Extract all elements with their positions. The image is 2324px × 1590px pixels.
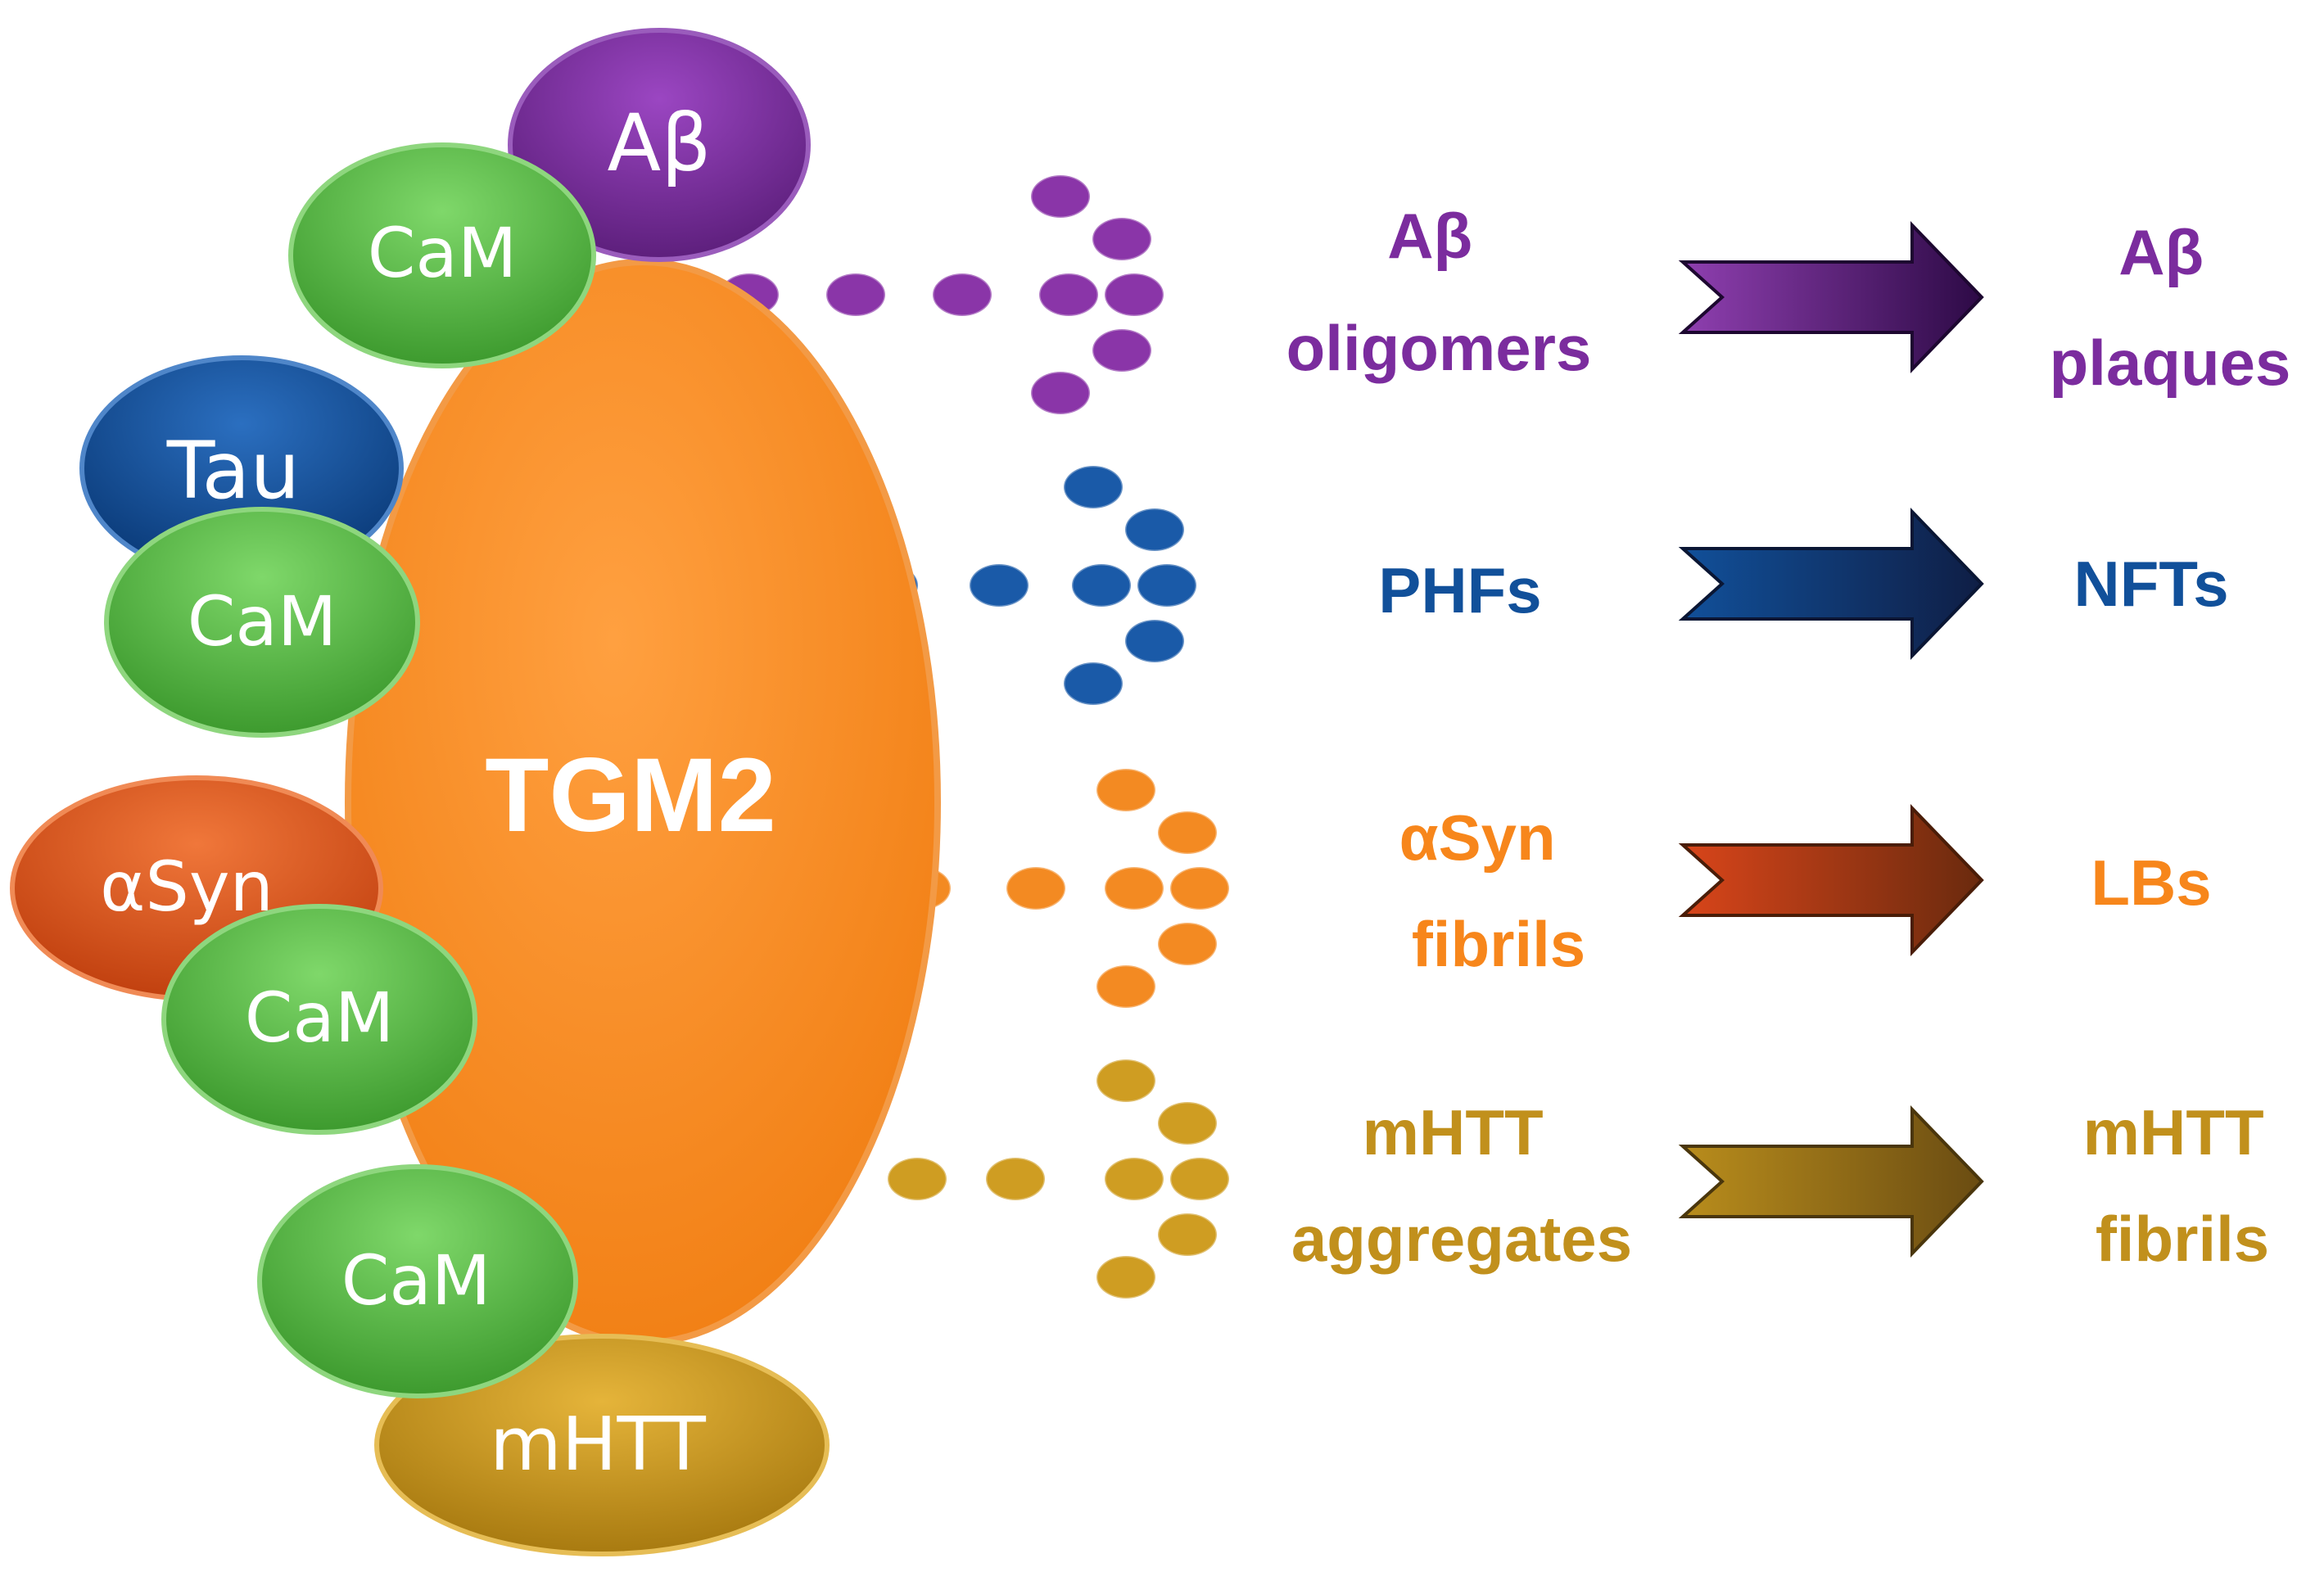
binder-abeta: Aβ: [508, 28, 811, 262]
aggregate-dot: [1070, 562, 1133, 608]
aggregate-dot: [1103, 865, 1165, 911]
aggregate-dot: [984, 1156, 1047, 1202]
arrow-phfs: [1678, 508, 1984, 660]
product-label-mhtt-fibrils: mHTT fibrils: [2083, 1096, 2282, 1275]
product-label-nfts: NFTs: [2073, 548, 2228, 620]
binder-cam-4: CaM: [257, 1164, 578, 1398]
arrow-mhtt: [1678, 1105, 1984, 1258]
binder-mhtt: mHTT: [374, 1334, 830, 1556]
aggregate-dot: [1062, 661, 1124, 707]
aggregate-dot: [1005, 865, 1067, 911]
aggregate-dot: [1156, 921, 1219, 967]
aggregate-dot: [1169, 1156, 1231, 1202]
aggregate-dot: [886, 1156, 948, 1202]
svg-text:Aβ: Aβ: [608, 97, 712, 189]
aggregate-dot: [1156, 810, 1219, 856]
aggregate-dot: [968, 562, 1030, 608]
svg-text:CaM: CaM: [245, 978, 395, 1058]
product-label-lbs: LBs: [2091, 847, 2211, 919]
aggregate-dot: [1095, 1254, 1157, 1300]
aggregate-dot: [1124, 507, 1186, 553]
intermediate-label-asyn: αSyn fibrils: [1399, 802, 1586, 980]
aggregate-dot: [1136, 562, 1198, 608]
aggregate-dot: [1029, 174, 1092, 219]
arrow-abeta: [1678, 221, 1984, 373]
aggregate-dot: [1156, 1212, 1219, 1258]
aggregate-dot: [1029, 370, 1092, 416]
aggregate-dot: [1103, 272, 1165, 318]
svg-text:αSyn: αSyn: [100, 847, 274, 927]
aggregate-dot: [1062, 464, 1124, 510]
aggregate-dot: [1095, 767, 1157, 813]
aggregate-dot: [1103, 1156, 1165, 1202]
aggregate-dot: [1038, 272, 1100, 318]
svg-text:Tau: Tau: [166, 425, 300, 517]
product-label-abeta: Aβ plaques: [2050, 216, 2291, 399]
aggregate-dot: [931, 272, 993, 318]
svg-text:CaM: CaM: [188, 581, 337, 662]
svg-text:CaM: CaM: [341, 1240, 491, 1321]
binder-cam-2: CaM: [104, 507, 420, 738]
aggregate-dot: [1095, 1058, 1157, 1104]
intermediate-label-abeta: Aβ oligomers: [1286, 200, 1592, 384]
binder-cam-3: CaM: [161, 904, 477, 1135]
svg-text:mHTT: mHTT: [490, 1402, 707, 1488]
aggregate-dot: [825, 272, 887, 318]
svg-text:CaM: CaM: [368, 213, 518, 293]
intermediate-label-phfs: PHFs: [1378, 554, 1541, 626]
aggregate-dot: [1091, 327, 1153, 373]
aggregate-dot: [1091, 216, 1153, 262]
aggregate-dot: [1169, 865, 1231, 911]
aggregate-dot: [1156, 1100, 1219, 1146]
aggregate-dot: [1095, 964, 1157, 1010]
dots-layer: [718, 174, 1231, 1300]
arrow-asyn: [1678, 804, 1984, 956]
aggregate-dot: [1124, 618, 1186, 664]
intermediate-label-mhtt: mHTT aggregates: [1291, 1096, 1632, 1275]
tgm2-label: TGM2: [485, 737, 776, 854]
binder-cam-1: CaM: [288, 142, 596, 368]
